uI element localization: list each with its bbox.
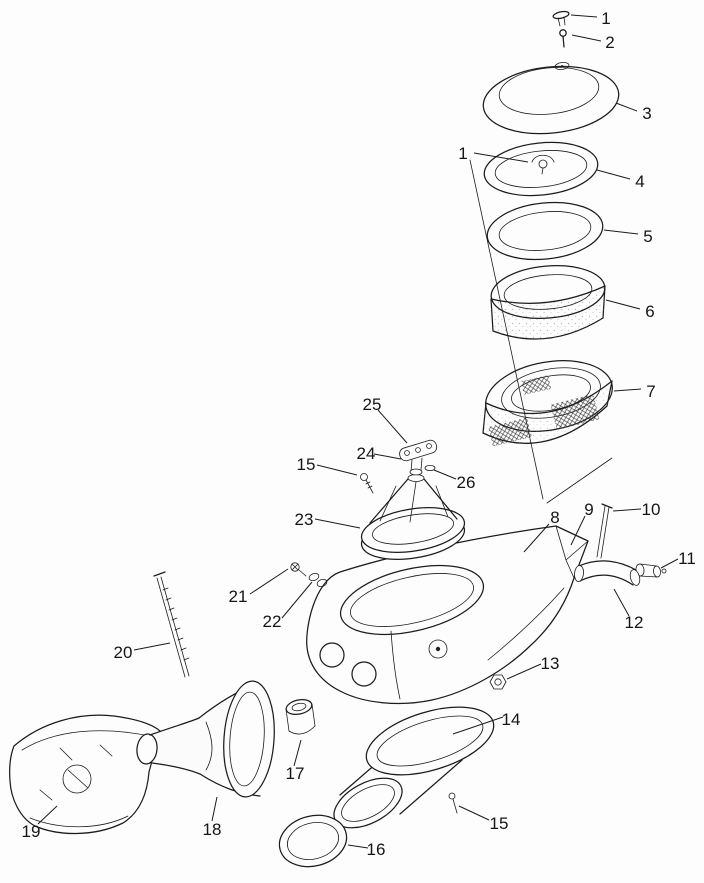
part-bracket bbox=[399, 439, 438, 476]
callout-23: 23 bbox=[295, 510, 314, 529]
callout-11: 11 bbox=[678, 549, 696, 568]
callout-14: 14 bbox=[502, 710, 521, 729]
callout-17: 17 bbox=[286, 764, 305, 783]
screw-15-lower-icon bbox=[448, 792, 458, 814]
screw-15-upper-icon bbox=[360, 473, 374, 494]
callout-3: 3 bbox=[642, 104, 651, 123]
part-boot bbox=[136, 680, 275, 798]
callout-19: 19 bbox=[22, 822, 41, 841]
part-gasket bbox=[486, 201, 604, 261]
part-seal bbox=[483, 141, 599, 197]
callout-2: 2 bbox=[605, 33, 614, 52]
part-rod bbox=[153, 571, 190, 678]
callout-15-lower: 15 bbox=[490, 814, 509, 833]
screw-21-icon bbox=[290, 562, 307, 577]
callout-1-seal: 1 bbox=[458, 144, 467, 163]
callout-20: 20 bbox=[114, 643, 133, 662]
hose-12 bbox=[574, 560, 641, 586]
callout-13: 13 bbox=[541, 654, 560, 673]
leader-lines bbox=[37, 14, 679, 849]
part-shield bbox=[9, 714, 161, 835]
callout-8: 8 bbox=[550, 508, 559, 527]
wing-fitting-icon bbox=[531, 154, 555, 175]
callout-26: 26 bbox=[457, 473, 476, 492]
washer-22-icon bbox=[308, 572, 328, 588]
spacer-17-icon bbox=[285, 699, 316, 735]
callout-9: 9 bbox=[584, 500, 593, 519]
callout-1-top: 1 bbox=[601, 9, 610, 28]
part-duct bbox=[333, 706, 495, 829]
part-foam-element bbox=[490, 265, 606, 340]
callout-25: 25 bbox=[363, 395, 382, 414]
callout-7: 7 bbox=[646, 382, 655, 401]
callout-21: 21 bbox=[229, 587, 248, 606]
callout-15-upper: 15 bbox=[297, 455, 316, 474]
callout-4: 4 bbox=[635, 172, 644, 191]
part-airbox-body bbox=[306, 525, 589, 705]
callout-10: 10 bbox=[642, 500, 661, 519]
part-cover bbox=[482, 61, 620, 135]
part-intake-funnel bbox=[360, 474, 466, 560]
callout-6: 6 bbox=[645, 302, 654, 321]
callout-16: 16 bbox=[367, 840, 386, 859]
part-filter-element bbox=[482, 360, 613, 447]
callout-12: 12 bbox=[625, 613, 644, 632]
callout-22: 22 bbox=[263, 612, 282, 631]
callout-5: 5 bbox=[643, 227, 652, 246]
cover-screw-icon bbox=[552, 10, 570, 27]
pin-10-icon bbox=[596, 503, 613, 559]
fitting-11-icon bbox=[635, 563, 667, 578]
ring-16 bbox=[278, 814, 348, 868]
callout-24: 24 bbox=[357, 444, 376, 463]
callout-18: 18 bbox=[203, 820, 222, 839]
callout-labels: 1 2 3 1 4 5 6 7 25 24 15 26 23 8 9 10 11… bbox=[22, 9, 696, 859]
cover-pin-icon bbox=[559, 29, 567, 48]
nut-13-icon bbox=[489, 674, 507, 690]
